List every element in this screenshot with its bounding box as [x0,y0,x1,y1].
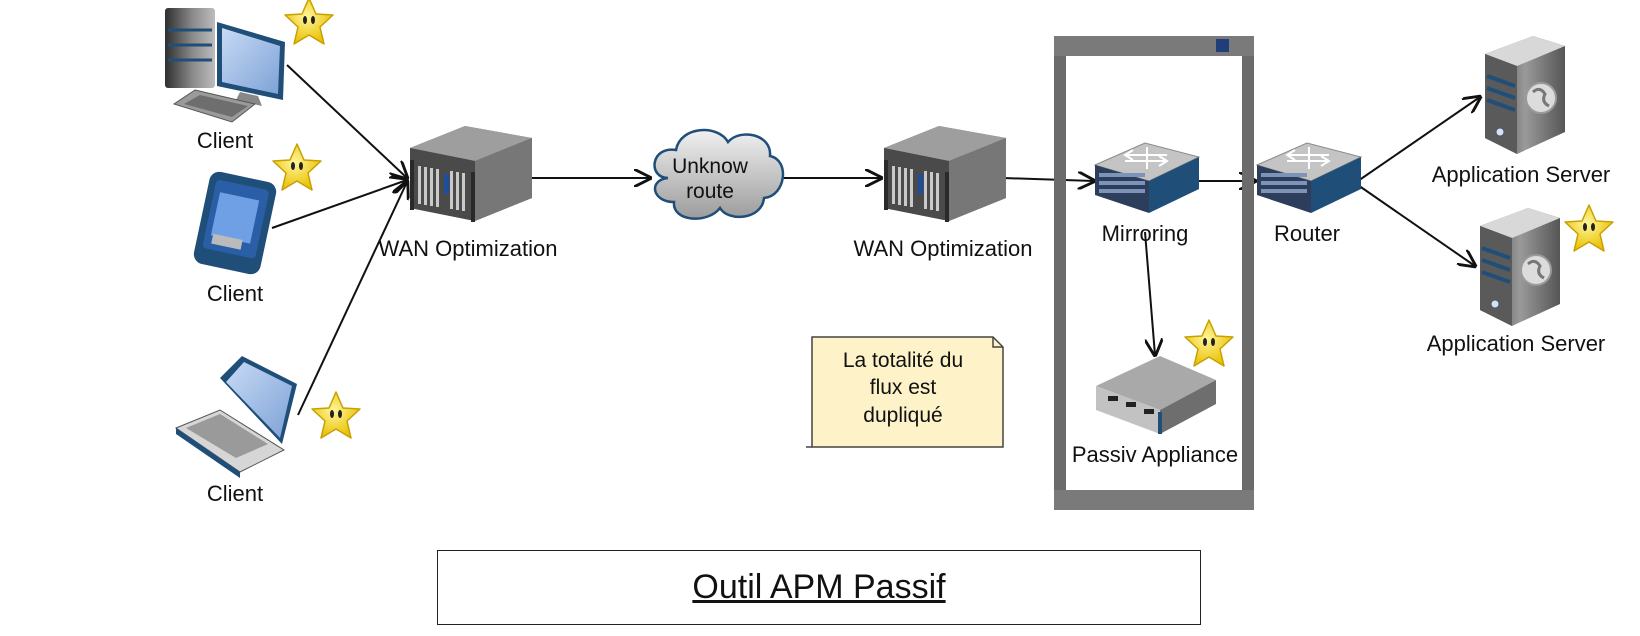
title-box: Outil APM Passif [437,550,1201,625]
wan-optimization-right-icon [884,126,1006,222]
application-server-top-icon [1483,34,1567,156]
arrow-router-to-appserver-top [1354,97,1480,184]
arrow-wan-to-mirroring [1002,178,1094,181]
note-text: La totalité du flux est dupliqué [842,349,964,427]
cloud-icon [653,128,785,220]
diagram-title: Outil APM Passif [692,568,946,606]
label-wan-right: WAN Optimization [853,236,1033,261]
note-box [806,336,1004,448]
label-client-laptop: Client [206,481,264,506]
arrow-phone-to-wan [271,180,407,229]
label-client-phone: Client [206,281,264,306]
label-cloud: Unknow route [672,155,748,204]
smartphone-icon [193,171,277,275]
star-icon-phone [272,143,322,191]
star-icon-appliance [1184,319,1234,367]
laptop-icon [174,356,297,478]
label-passiv-appliance: Passiv Appliance [1071,442,1239,467]
router-icon [1256,142,1362,214]
label-mirroring: Mirroring [1101,221,1189,246]
arrow-desktop-to-wan [286,64,407,178]
label-application-server-bottom: Application Server [1426,331,1606,356]
star-icon-desktop [284,0,334,45]
label-application-server-top: Application Server [1431,162,1611,187]
arrow-laptop-to-wan [297,182,407,416]
passive-appliance-icon [1096,356,1216,434]
wan-optimization-left-icon [410,126,532,222]
application-server-bottom-icon [1478,206,1562,328]
arrow-router-to-appserver-bottom [1354,182,1475,266]
star-icon-appserver [1564,204,1614,252]
arrow-mirroring-to-appliance [1144,231,1155,355]
label-wan-left: WAN Optimization [378,236,558,261]
label-router: Router [1273,221,1341,246]
label-client-desktop: Client [196,128,254,153]
rack-enclosure [1054,36,1254,510]
connections [271,64,1480,416]
star-icon-laptop [311,391,361,439]
mirroring-switch-icon [1094,142,1200,214]
desktop-computer-icon [165,8,285,123]
